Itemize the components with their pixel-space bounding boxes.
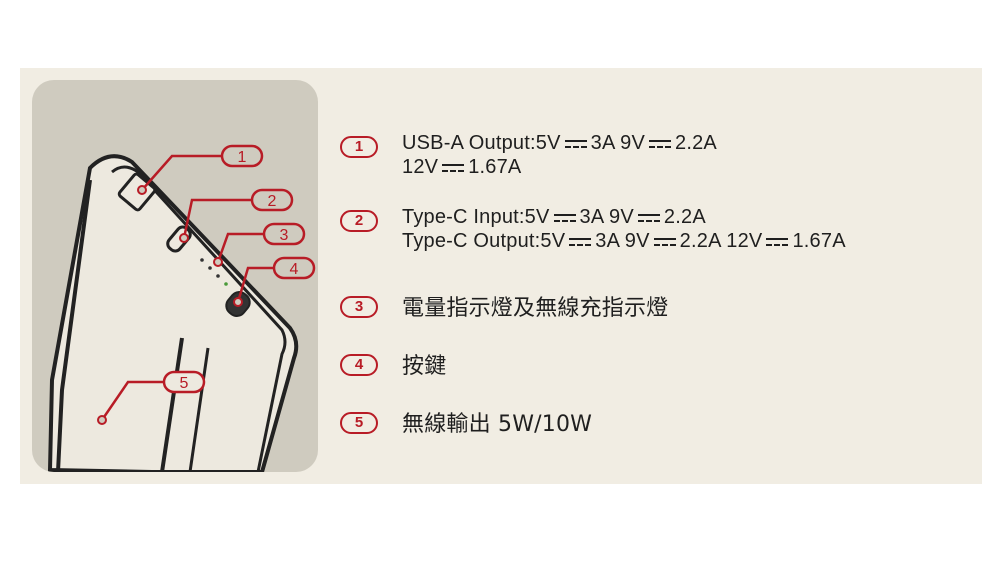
dc-symbol-icon bbox=[569, 236, 592, 248]
dc-symbol-icon bbox=[649, 138, 672, 150]
leader-lines bbox=[100, 154, 280, 421]
device-edge bbox=[111, 165, 287, 472]
legend-text-5: 無線輸出 5W/10W bbox=[402, 412, 593, 437]
led-dot bbox=[216, 274, 220, 278]
callout-pill-3: 3 bbox=[262, 222, 306, 246]
svg-text:3: 3 bbox=[280, 227, 289, 244]
device-body bbox=[47, 154, 299, 472]
legend-number-2: 2 bbox=[340, 210, 378, 232]
legend-text-4: 按鍵 bbox=[402, 354, 447, 379]
callout-pill-2: 2 bbox=[250, 188, 294, 212]
dc-symbol-icon bbox=[766, 236, 789, 248]
svg-text:5: 5 bbox=[180, 375, 189, 392]
power-bank-illustration: 1 2 3 4 5 bbox=[32, 80, 318, 472]
leader-dots bbox=[97, 185, 243, 425]
legend-text-3: 電量指示燈及無線充指示燈 bbox=[402, 296, 669, 321]
svg-text:4: 4 bbox=[290, 261, 299, 278]
svg-text:2: 2 bbox=[268, 193, 277, 210]
dc-symbol-icon bbox=[564, 138, 587, 150]
dc-symbol-icon bbox=[637, 212, 660, 224]
led-dot bbox=[200, 258, 204, 262]
usb-a-port bbox=[117, 172, 157, 212]
legend-number-5: 5 bbox=[340, 412, 378, 434]
device-edge-line bbox=[160, 337, 184, 472]
callout-pill-4: 4 bbox=[272, 256, 316, 280]
legend-number-3: 3 bbox=[340, 296, 378, 318]
svg-text:1: 1 bbox=[238, 149, 247, 166]
legend-number-4: 4 bbox=[340, 354, 378, 376]
led-dot bbox=[208, 266, 212, 270]
dc-symbol-icon bbox=[442, 162, 465, 174]
callout-pill-1: 1 bbox=[220, 144, 264, 168]
device-edge-line-2 bbox=[188, 347, 210, 472]
led-dot-green bbox=[224, 282, 228, 286]
callout-pill-5: 5 bbox=[162, 370, 206, 394]
legend-number-1: 1 bbox=[340, 136, 378, 158]
power-bank-diagram: 1 2 3 4 5 bbox=[47, 144, 316, 472]
dc-symbol-icon bbox=[553, 212, 576, 224]
device-side bbox=[56, 179, 92, 472]
dc-symbol-icon bbox=[653, 236, 676, 248]
